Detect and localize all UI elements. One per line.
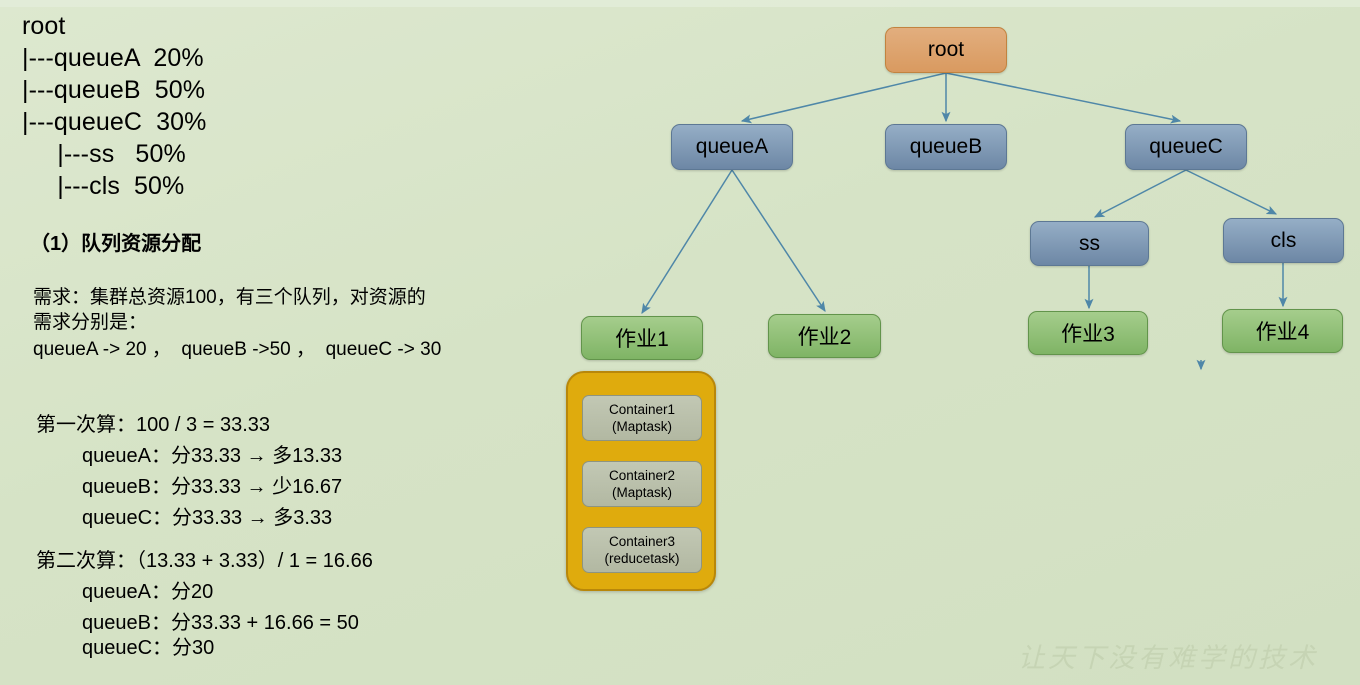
watermark: 让天下没有难学的技术 — [1018, 643, 1318, 674]
node-job1[interactable]: 作业1 — [581, 316, 703, 360]
queue-tree-line-queueb: |---queueB 50% — [22, 76, 206, 104]
edge-queuec-cls — [1185, 169, 1278, 215]
node-queueb[interactable]: queueB — [885, 124, 1007, 170]
queue-hierarchy-diagram: root queueA queueB queueC ss cls 作业1 作业2… — [560, 0, 1360, 685]
node-job4-label: 作业4 — [1255, 321, 1310, 344]
queue-tree-line-queuea: |---queueA 20% — [22, 44, 204, 72]
node-queuea[interactable]: queueA — [671, 124, 793, 170]
container-1-task: (Maptask) — [611, 419, 672, 434]
first-round-queuec: queueC：分33.33 → 多3.33 — [82, 507, 333, 529]
first-round-queueb: queueB：分33.33 → 少16.67 — [82, 476, 343, 498]
node-root[interactable]: root — [885, 27, 1007, 73]
node-job3-label: 作业3 — [1061, 323, 1115, 346]
node-job3[interactable]: 作业3 — [1028, 311, 1148, 355]
container-2-task: (Maptask) — [611, 485, 672, 500]
node-ss[interactable]: ss — [1030, 221, 1149, 266]
edge-queuea-to-job2 — [731, 169, 826, 313]
container-2-name: Container2 — [608, 468, 676, 483]
node-queuec-label: queueC — [1149, 135, 1223, 158]
container-group: Container1 (Maptask) Container2 (Maptask… — [566, 371, 716, 591]
node-job2[interactable]: 作业2 — [768, 314, 881, 358]
requirement-line-1: 需求：集群总资源100，有三个队列，对资源的 — [33, 287, 426, 308]
section-title: （1）队列资源分配 — [30, 233, 202, 255]
queue-tree-line-cls: |---cls 50% — [22, 172, 185, 200]
container-3-name: Container3 — [608, 534, 676, 549]
second-round-queuea: queueA：分20 — [82, 581, 214, 603]
node-root-label: root — [927, 38, 965, 61]
node-cls-label: cls — [1270, 228, 1297, 252]
edge-root-queuea — [740, 72, 947, 124]
container-3-task: (reducetask) — [604, 551, 680, 566]
node-queueb-label: queueB — [909, 135, 983, 158]
requirement-line-3: queueA -> 20 ， queueB ->50 ， queueC -> 3… — [33, 339, 442, 360]
first-round-queuea: queueA：分33.33 → 多13.33 — [82, 445, 343, 467]
node-job1-label: 作业1 — [615, 328, 669, 351]
container-box-1[interactable]: Container1 (Maptask) — [582, 395, 702, 441]
edge-queuec-ss — [1093, 169, 1187, 218]
queue-tree-line-queuec: |---queueC 30% — [22, 108, 207, 136]
node-cls[interactable]: cls — [1223, 218, 1344, 263]
second-round-queueb: queueB：分33.33 + 16.66 = 50 — [82, 612, 359, 634]
container-1-name: Container1 — [608, 402, 676, 417]
first-round-heading: 第一次算：100 / 3 = 33.33 — [36, 414, 271, 436]
second-round-queuec: queueC：分30 — [82, 637, 215, 659]
edge-root-queuec — [945, 72, 1182, 124]
node-queuec[interactable]: queueC — [1125, 124, 1247, 170]
edge-queuea-to-job1 — [641, 169, 733, 315]
node-job4[interactable]: 作业4 — [1222, 309, 1343, 353]
queue-tree-line-ss: |---ss 50% — [22, 140, 186, 168]
queue-tree-line-root: root — [22, 12, 66, 40]
node-job2-label: 作业2 — [797, 326, 852, 349]
node-queuea-label: queueA — [695, 135, 769, 158]
explanation-text-panel: root |---queueA 20% |---queueB 50% |---q… — [0, 0, 560, 685]
container-box-3[interactable]: Container3 (reducetask) — [582, 527, 702, 573]
container-box-2[interactable]: Container2 (Maptask) — [582, 461, 702, 507]
requirement-line-2: 需求分别是： — [33, 312, 148, 333]
second-round-heading: 第二次算：（13.33 + 3.33）/ 1 = 16.66 — [36, 550, 373, 572]
node-ss-label: ss — [1079, 231, 1100, 255]
